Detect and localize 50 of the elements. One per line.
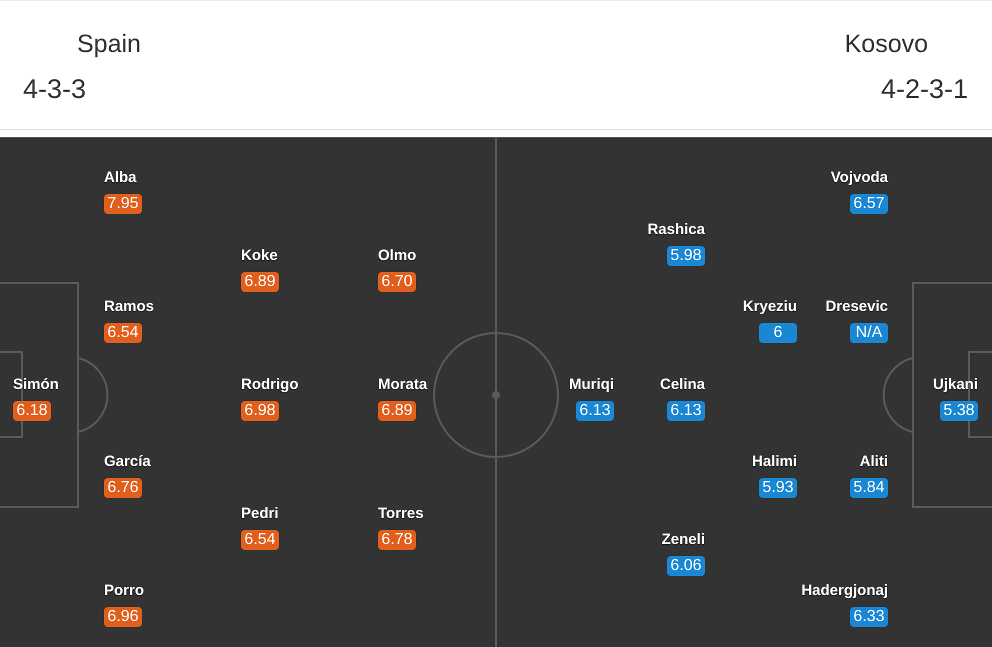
player-name: Muriqi — [569, 376, 614, 394]
rating-badge: 6.76 — [104, 478, 142, 498]
rating-badge: 6.06 — [667, 556, 705, 576]
player-name: Olmo — [378, 247, 416, 265]
player-name: Hadergjonaj — [801, 582, 888, 600]
player-name: García — [104, 453, 151, 471]
player-name: Dresevic — [825, 298, 888, 316]
player-name: Koke — [241, 247, 278, 265]
player-name: Zeneli — [662, 531, 705, 549]
rating-badge: 6.54 — [241, 530, 279, 550]
rating-badge: 6 — [759, 323, 797, 343]
player-name: Simón — [13, 376, 59, 394]
rating-badge: 5.98 — [667, 246, 705, 266]
player-name: Rashica — [647, 221, 705, 239]
rating-badge: 6.33 — [850, 607, 888, 627]
pitch-half — [0, 137, 496, 647]
pitch-half — [496, 137, 992, 647]
player-name: Porro — [104, 582, 144, 600]
formation-text: 4-3-3 — [23, 73, 86, 105]
rating-badge: 6.96 — [104, 607, 142, 627]
player-name: Halimi — [752, 453, 797, 471]
rating-badge: 6.89 — [378, 401, 416, 421]
player-name: Celina — [660, 376, 705, 394]
rating-badge: 7.95 — [104, 194, 142, 214]
player-name: Ramos — [104, 298, 154, 316]
player-name: Morata — [378, 376, 428, 394]
rating-badge: 6.57 — [850, 194, 888, 214]
player-name: Rodrigo — [241, 376, 298, 394]
rating-badge: 6.13 — [667, 401, 705, 421]
formation-text: 4-2-3-1 — [880, 73, 968, 105]
rating-badge: 5.38 — [940, 401, 978, 421]
team-name: Spain — [77, 29, 141, 59]
player-name: Ujkani — [932, 376, 978, 394]
player-name: Kryeziu — [742, 298, 797, 316]
player-name: Aliti — [860, 453, 888, 471]
rating-badge: 5.93 — [759, 478, 797, 498]
rating-badge: 6.13 — [576, 401, 614, 421]
rating-badge: 6.78 — [378, 530, 416, 550]
rating-badge: 5.84 — [850, 478, 888, 498]
rating-badge: 6.54 — [104, 323, 142, 343]
rating-badge: 6.18 — [13, 401, 51, 421]
player-name: Alba — [104, 169, 137, 187]
rating-badge: 6.89 — [241, 272, 279, 292]
player-name: Pedri — [241, 505, 279, 523]
rating-badge: 6.70 — [378, 272, 416, 292]
player-name: Vojvoda — [830, 169, 888, 187]
team-name: Kosovo — [844, 29, 928, 59]
player-name: Torres — [378, 505, 424, 523]
rating-badge: 6.98 — [241, 401, 279, 421]
rating-badge: N/A — [850, 323, 888, 343]
